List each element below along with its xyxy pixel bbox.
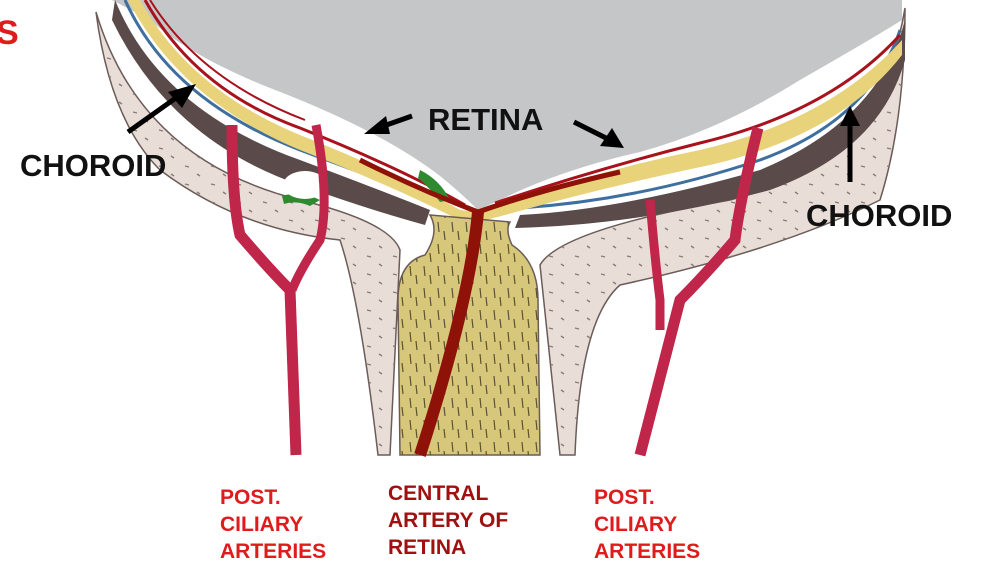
label-line: ARTERIES bbox=[220, 538, 326, 565]
label-line: CILIARY bbox=[220, 511, 326, 538]
label-line: RETINA bbox=[388, 534, 508, 561]
central-artery-of-retina-label: CENTRAL ARTERY OF RETINA bbox=[388, 480, 508, 561]
label-line: CENTRAL bbox=[388, 480, 508, 507]
choroid-label-left: CHOROID bbox=[20, 148, 166, 184]
label-line: ARTERY OF bbox=[388, 507, 508, 534]
label-line: ARTERIES bbox=[594, 538, 700, 565]
choroid-label-right: CHOROID bbox=[806, 198, 952, 234]
post-ciliary-arteries-label-left: POST. CILIARY ARTERIES bbox=[220, 484, 326, 565]
retina-label: RETINA bbox=[428, 102, 543, 138]
label-line: POST. bbox=[220, 484, 326, 511]
corner-fragment: S bbox=[0, 14, 19, 53]
post-ciliary-arteries-label-right: POST. CILIARY ARTERIES bbox=[594, 484, 700, 565]
label-line: CILIARY bbox=[594, 511, 700, 538]
label-line: POST. bbox=[594, 484, 700, 511]
